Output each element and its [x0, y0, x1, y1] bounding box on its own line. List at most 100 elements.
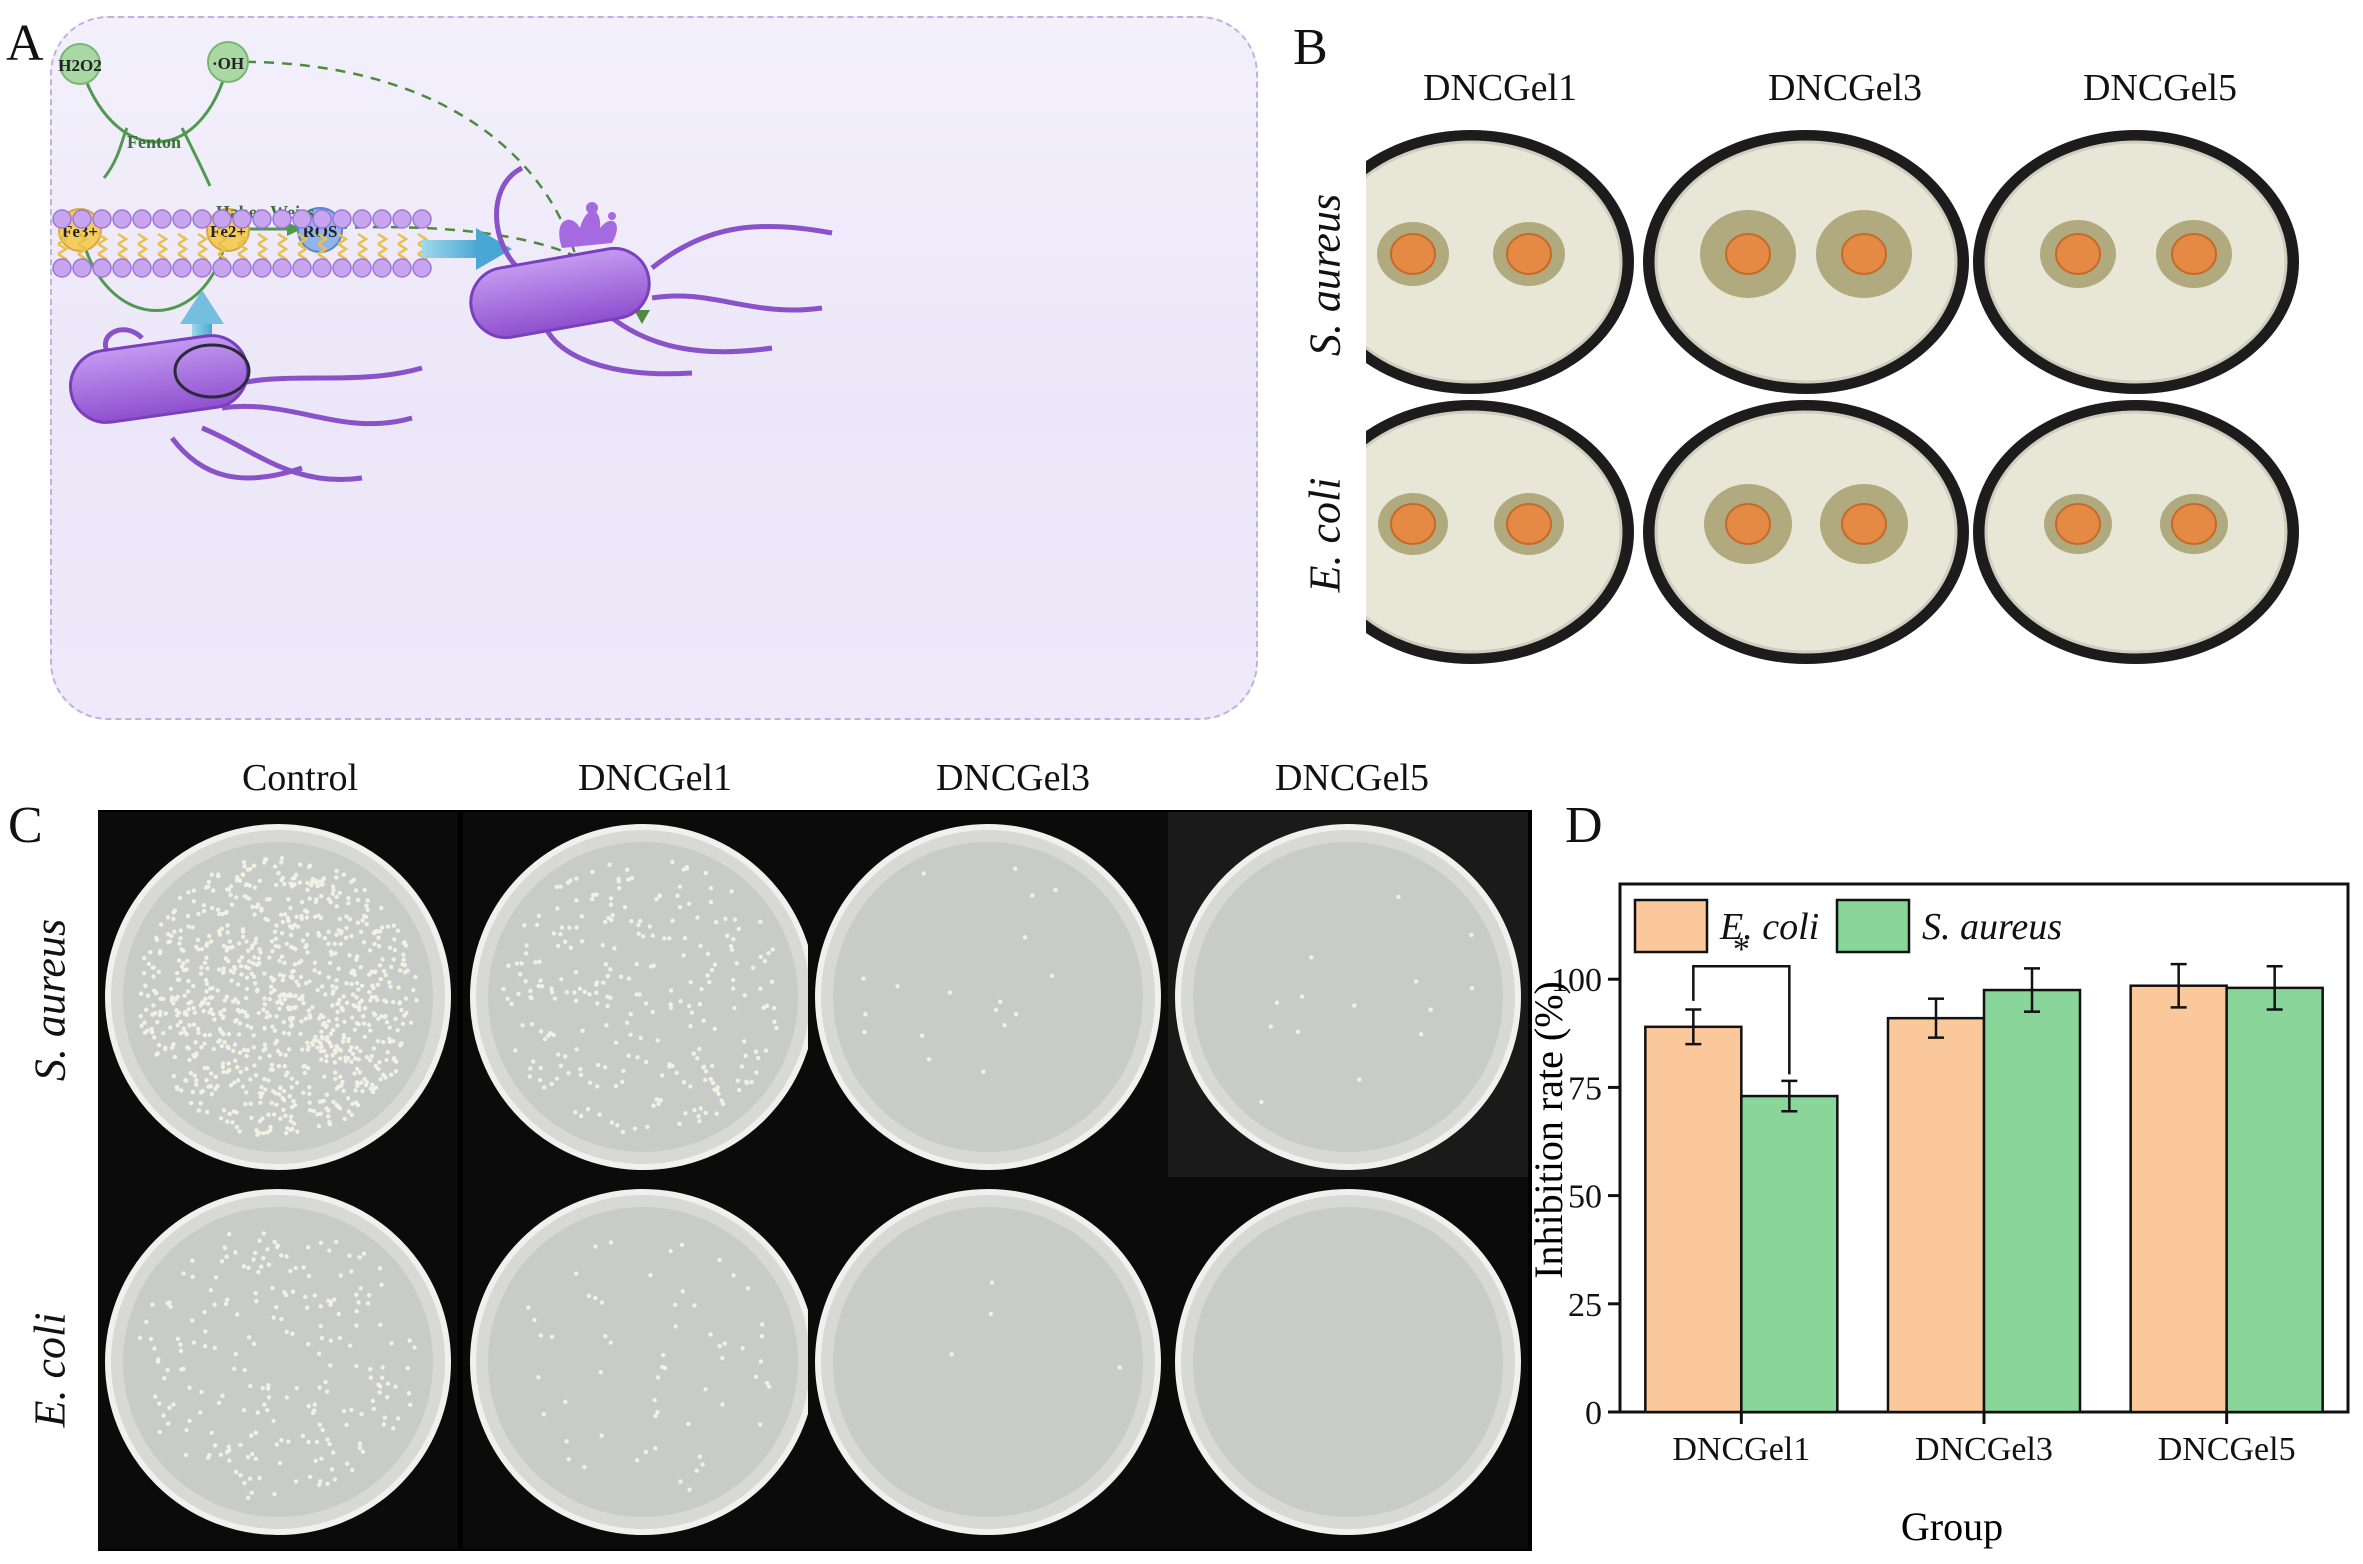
colony	[268, 984, 274, 990]
colony	[264, 1015, 269, 1020]
colony	[354, 1080, 360, 1085]
colony	[230, 999, 236, 1004]
colony	[599, 1433, 604, 1438]
lipid-tail	[157, 232, 169, 246]
colony	[380, 957, 385, 962]
colony	[354, 1020, 360, 1026]
colony	[274, 1305, 279, 1310]
colony-count-photos	[98, 810, 1532, 1551]
colony	[303, 980, 309, 986]
legend-label: E. coli	[1719, 906, 1819, 948]
lipid-tail	[277, 232, 289, 246]
colony	[234, 877, 240, 883]
colony	[345, 1095, 351, 1101]
colony	[653, 1413, 658, 1419]
colony	[677, 884, 683, 889]
colony	[757, 1422, 763, 1427]
colony	[291, 968, 296, 974]
colony	[251, 1257, 256, 1262]
colony	[653, 1445, 658, 1451]
colony	[712, 1026, 717, 1032]
colony	[361, 1251, 367, 1256]
colony	[412, 1345, 417, 1350]
colony	[246, 959, 252, 964]
colony	[385, 1050, 390, 1055]
colony	[313, 1034, 318, 1040]
lipid-head-bottom	[92, 258, 112, 278]
colony	[662, 936, 667, 941]
colony	[334, 932, 339, 937]
colony	[349, 1015, 355, 1020]
colony	[1469, 932, 1474, 938]
colony	[529, 1022, 535, 1027]
colony	[271, 1315, 276, 1320]
colony	[206, 879, 212, 885]
colony	[246, 1495, 251, 1500]
colony	[274, 1442, 279, 1447]
colony	[286, 1031, 292, 1036]
colony	[163, 1011, 169, 1016]
colony	[257, 961, 262, 966]
colony	[235, 1312, 240, 1317]
colony	[387, 980, 392, 985]
colony	[745, 1286, 750, 1291]
colony	[213, 1074, 219, 1080]
colony	[334, 1239, 339, 1245]
colony	[1053, 888, 1058, 893]
colony	[262, 1042, 268, 1047]
colony	[247, 1476, 253, 1481]
colony	[330, 884, 336, 889]
colony	[219, 1043, 225, 1049]
colony	[324, 1058, 329, 1064]
colony	[342, 1019, 347, 1024]
colony	[323, 992, 328, 997]
colony	[294, 914, 299, 919]
colony	[381, 1422, 387, 1427]
lipid-tail	[397, 232, 409, 246]
colony	[206, 1001, 211, 1006]
colony	[656, 1098, 662, 1103]
colony	[573, 998, 579, 1004]
agar-plate	[1193, 842, 1503, 1152]
colony	[158, 1009, 163, 1015]
colony	[340, 1079, 345, 1085]
colony	[273, 936, 279, 942]
lipid-tail	[277, 242, 289, 256]
colony	[236, 1032, 242, 1037]
colony	[385, 1381, 391, 1386]
colony	[310, 876, 316, 882]
colony	[369, 1053, 375, 1059]
colony	[244, 1090, 249, 1095]
colony	[598, 1370, 603, 1375]
colony	[359, 1080, 364, 1085]
colony	[280, 977, 285, 983]
colony	[355, 920, 361, 925]
hydrogel-sample	[2055, 233, 2101, 275]
colony	[324, 1389, 330, 1394]
colony	[387, 1036, 392, 1042]
colony	[318, 1040, 323, 1046]
colony	[292, 962, 298, 967]
colony	[293, 1479, 299, 1484]
colony	[558, 932, 563, 937]
colony	[350, 1101, 355, 1107]
lipid-head-bottom	[72, 258, 92, 278]
colony	[714, 1111, 719, 1116]
lipid-tail	[97, 242, 109, 256]
colony	[151, 1003, 156, 1008]
colony	[186, 1007, 191, 1012]
colony	[339, 1083, 344, 1088]
colony	[895, 984, 900, 989]
lipid-tail	[337, 242, 349, 256]
colony	[199, 946, 205, 952]
colony	[542, 1085, 547, 1090]
colony	[178, 1019, 183, 1025]
colony	[703, 1110, 708, 1116]
colony	[1295, 1029, 1301, 1034]
colony	[728, 944, 734, 949]
colony	[509, 1001, 514, 1007]
colony	[265, 1407, 270, 1413]
colony	[402, 970, 408, 975]
colony	[605, 973, 611, 979]
colony	[608, 902, 614, 907]
